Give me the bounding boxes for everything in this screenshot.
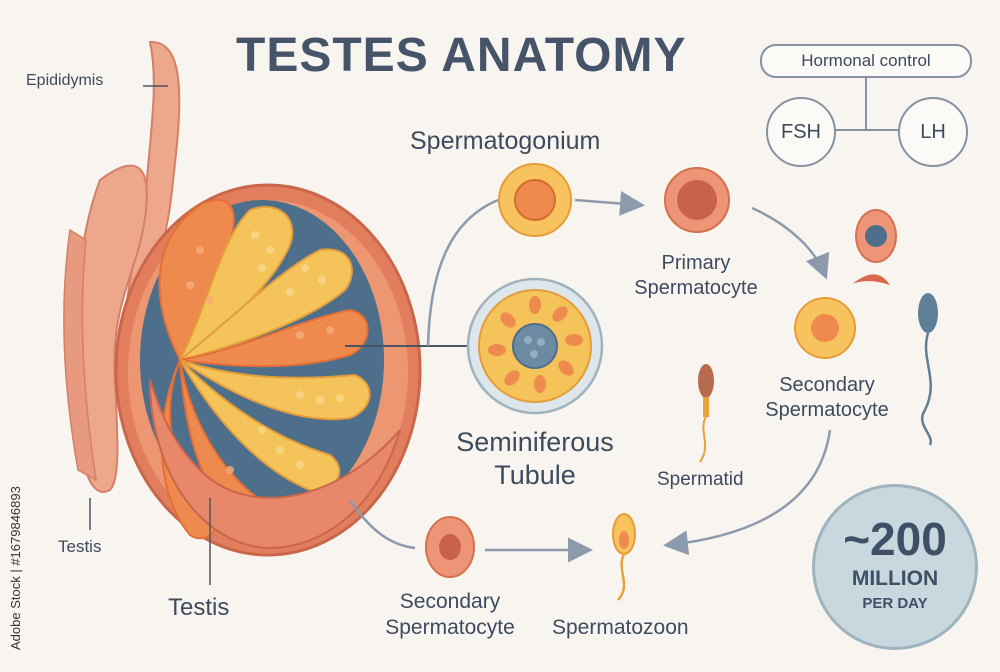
- spermatozoon-label: Spermatozoon: [552, 616, 689, 639]
- sperm-cell-blue: [918, 293, 938, 446]
- secondary-spermatocyte-cell-bottom: [425, 516, 475, 578]
- production-rate: PER DAY: [862, 595, 928, 612]
- spermatogonium-label: Spermatogonium: [410, 127, 601, 155]
- primary-spermatocyte-cell: [664, 167, 730, 233]
- epididymis-label: Epididymis: [26, 72, 104, 89]
- hormonal-control-box: Hormonal control: [760, 44, 972, 78]
- secondary-spermatocyte-cell-right: [794, 297, 856, 359]
- spermatid-cell: [698, 364, 714, 463]
- page-title: TESTES ANATOMY: [236, 29, 687, 82]
- dividing-cell: [852, 209, 897, 285]
- spermatozoon-cell: [612, 513, 636, 601]
- lh-circle: LH: [898, 97, 968, 167]
- secondary-bottom-label-line1: Secondary: [399, 590, 501, 613]
- production-value: ~200: [843, 513, 947, 565]
- spermatogonium-cell: [498, 163, 572, 237]
- hormonal-control-label: Hormonal control: [801, 51, 931, 70]
- testis-large-label: Testis: [168, 594, 230, 621]
- arrow-to-primary: [574, 191, 645, 216]
- spermatid-label: Spermatid: [657, 469, 744, 490]
- production-unit: MILLION: [851, 567, 939, 590]
- testis-small-label: Testis: [58, 537, 102, 556]
- tubule-cross-section: [466, 277, 604, 415]
- testis-body: [114, 183, 422, 557]
- connector-testis-secondary: [348, 499, 416, 550]
- connector-tubule-spermatogonium: [426, 198, 499, 347]
- stock-credit: Adobe Stock | #1679846893: [8, 486, 23, 650]
- arrow-to-spermatozoon: [663, 429, 832, 556]
- tubule-label-line1: Seminiferous: [456, 427, 614, 457]
- arrow-to-secondary: [751, 206, 830, 280]
- primary-label-line2: Spermatocyte: [634, 277, 758, 299]
- secondary-bottom-label-line2: Spermatocyte: [385, 616, 515, 639]
- primary-label-line1: Primary: [661, 252, 731, 274]
- secondary-right-label-line2: Spermatocyte: [765, 399, 889, 421]
- fsh-circle: FSH: [766, 97, 836, 167]
- lh-label: LH: [920, 120, 946, 143]
- tubule-label-line2: Tubule: [494, 460, 576, 490]
- production-circle: [812, 484, 978, 650]
- secondary-right-label-line1: Secondary: [779, 374, 875, 396]
- fsh-label: FSH: [781, 120, 821, 143]
